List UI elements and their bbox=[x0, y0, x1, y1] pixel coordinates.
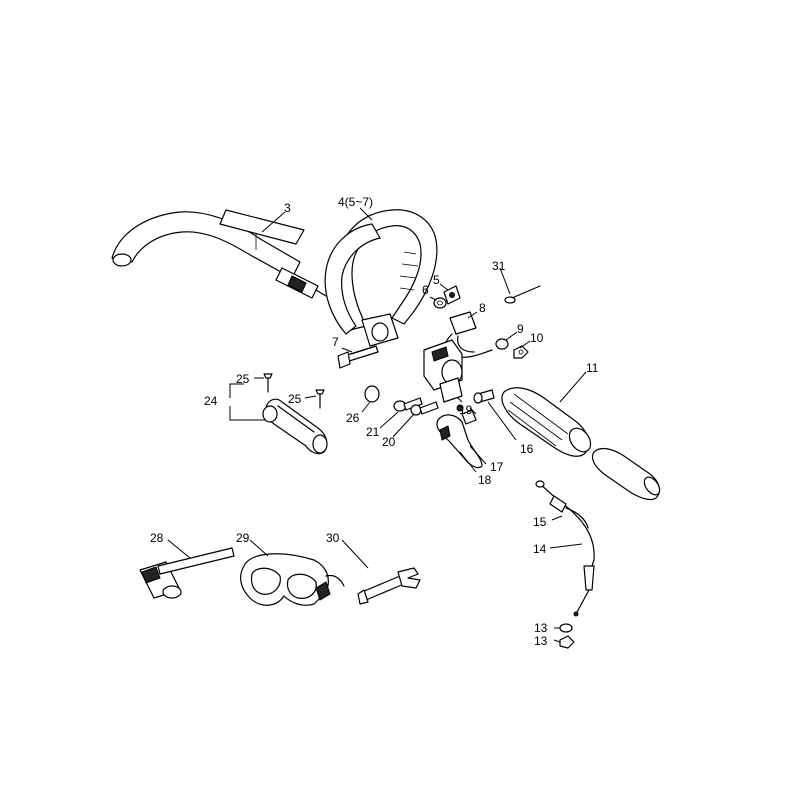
callout-18: 18 bbox=[478, 473, 492, 487]
callout-30: 30 bbox=[326, 531, 340, 545]
grip-11 bbox=[501, 387, 592, 457]
callout-15: 15 bbox=[533, 515, 547, 529]
callout-11: 11 bbox=[586, 361, 599, 375]
washer-6 bbox=[433, 297, 447, 309]
clamp-24 bbox=[262, 398, 328, 455]
leader-lines bbox=[167, 207, 587, 643]
callout-4: 4(5~7) bbox=[338, 195, 373, 209]
callout-8: 8 bbox=[479, 301, 486, 315]
callout-3: 3 bbox=[284, 201, 291, 215]
callout-24: 24 bbox=[204, 394, 218, 408]
screw-21 bbox=[393, 397, 423, 412]
callout-7: 7 bbox=[332, 335, 339, 349]
callout-6: 6 bbox=[422, 283, 429, 297]
callout-21: 21 bbox=[366, 425, 380, 439]
throttle-cable bbox=[535, 480, 595, 617]
callout-5: 5 bbox=[433, 273, 440, 287]
throttle-housing bbox=[423, 339, 463, 403]
nut-13b bbox=[559, 635, 575, 649]
callout-31: 31 bbox=[492, 259, 506, 273]
plug-wrench-28 bbox=[139, 547, 235, 599]
callout-9: 9 bbox=[517, 322, 524, 336]
nut-9 bbox=[495, 338, 509, 350]
throttle-lever bbox=[436, 404, 483, 469]
goggles-29 bbox=[240, 553, 345, 606]
loop-handle bbox=[324, 209, 438, 347]
callout-13b: 13 bbox=[534, 634, 548, 648]
callout-25b: 25 bbox=[288, 392, 302, 406]
callouts: 3 4(5~7) 5 6 7 8 9 10 11 31 26 19 16 17 … bbox=[150, 195, 599, 648]
callout-20: 20 bbox=[382, 435, 396, 449]
callout-19: 19 bbox=[459, 403, 473, 417]
decal-label-3 bbox=[219, 209, 305, 250]
bolt-7 bbox=[337, 345, 379, 369]
nut-13a bbox=[559, 623, 573, 633]
screw-20 bbox=[410, 401, 439, 416]
grip-tube bbox=[591, 447, 661, 501]
callout-14: 14 bbox=[533, 542, 547, 556]
callout-13a: 13 bbox=[534, 621, 548, 635]
handle-shaft bbox=[111, 211, 327, 299]
callout-29: 29 bbox=[236, 531, 250, 545]
pin-16 bbox=[473, 389, 495, 404]
callout-25a: 25 bbox=[236, 372, 250, 386]
callout-17: 17 bbox=[490, 460, 504, 474]
nut-5 bbox=[443, 285, 461, 305]
screw-25a bbox=[263, 373, 273, 393]
screw-25b bbox=[315, 389, 325, 409]
callout-28: 28 bbox=[150, 531, 164, 545]
spanner-30 bbox=[357, 567, 421, 605]
o-ring-26 bbox=[364, 385, 380, 403]
rod-31 bbox=[504, 285, 541, 304]
callout-10: 10 bbox=[530, 331, 544, 345]
callout-16: 16 bbox=[520, 442, 534, 456]
nut-10 bbox=[513, 345, 529, 359]
callout-26: 26 bbox=[346, 411, 360, 425]
